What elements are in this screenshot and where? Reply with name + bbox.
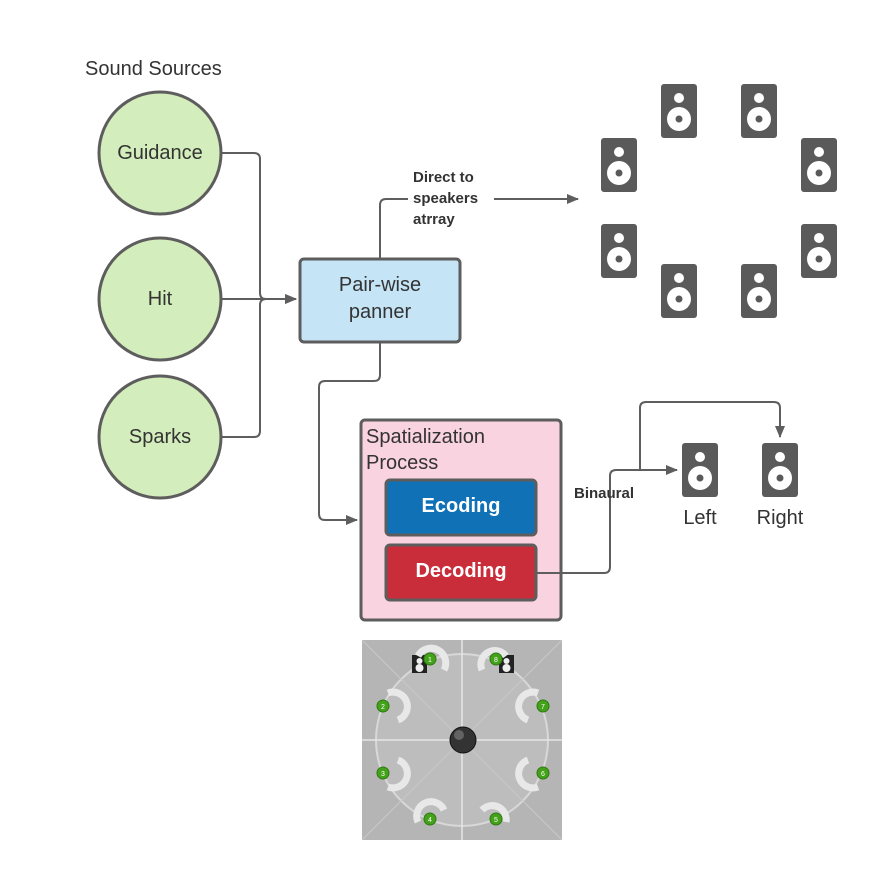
speaker-marker-7: 7 [515, 688, 550, 724]
speaker-icon [661, 84, 697, 138]
decoding-label: Decoding [415, 560, 506, 582]
speaker-marker-4: 4 [413, 798, 448, 826]
sound-sources-title: Sound Sources [85, 58, 222, 80]
svg-text:5: 5 [494, 817, 498, 824]
speaker-marker-2: 2 [376, 688, 411, 724]
source-label: Hit [148, 288, 173, 310]
speaker-icon [801, 138, 837, 192]
speaker-icon [741, 84, 777, 138]
spatial-connector [318, 342, 381, 525]
source-hit: Hit [97, 236, 223, 362]
speaker-icon [601, 224, 637, 278]
speaker-marker-8: 8 [477, 647, 509, 672]
svg-text:4: 4 [428, 817, 432, 824]
direct-label-line1: Direct to [413, 169, 474, 186]
svg-text:8: 8 [494, 657, 498, 664]
headphone-left-icon [412, 655, 427, 673]
speaker-icon [801, 224, 837, 278]
direct-label: Direct to speakers atrray [408, 166, 494, 230]
source-label: Guidance [117, 142, 203, 164]
speaker-icon [661, 264, 697, 318]
binaural-label: Binaural [574, 485, 634, 502]
right-label: Right [757, 507, 804, 529]
source-label: Sparks [129, 426, 191, 448]
source-connectors [221, 152, 297, 438]
speaker-icon [682, 443, 718, 497]
source-guidance: Guidance [97, 90, 223, 216]
svg-text:2: 2 [381, 704, 385, 711]
speaker-icon [601, 138, 637, 192]
pair-wise-panner: Pair-wise panner [298, 257, 462, 344]
speaker-marker-3: 3 [376, 756, 411, 792]
direct-label-line2: speakers [413, 190, 478, 207]
left-label: Left [683, 507, 717, 529]
encoding-label: Ecoding [422, 495, 501, 517]
encoding-block: Ecoding [384, 478, 538, 537]
speaker-icon [762, 443, 798, 497]
decoding-block: Decoding [384, 543, 538, 602]
headphone-right-icon [499, 655, 514, 673]
source-sparks: Sparks [97, 374, 223, 500]
direct-label-line3: atrray [413, 211, 455, 228]
binaural-connectors [536, 401, 785, 574]
output-right: Right [757, 443, 804, 529]
panner-label-line2: panner [349, 301, 412, 323]
svg-text:6: 6 [541, 771, 545, 778]
svg-text:1: 1 [428, 657, 432, 664]
svg-text:7: 7 [541, 704, 545, 711]
svg-text:3: 3 [381, 771, 385, 778]
speaker-marker-1: 1 [414, 644, 450, 672]
panner-label-line1: Pair-wise [339, 274, 421, 296]
speaker-array [601, 84, 837, 318]
direct-connector [379, 194, 579, 259]
panner-view: 1 8 2 7 3 6 4 [361, 639, 563, 841]
listener-icon [449, 726, 477, 754]
spatial-title-line1: Spatialization [366, 426, 485, 448]
speaker-marker-6: 6 [515, 756, 550, 792]
speaker-marker-5: 5 [479, 802, 510, 826]
speaker-icon [741, 264, 777, 318]
spatial-title-line2: Process [366, 452, 438, 474]
spatialization-process: Spatialization Process Ecoding Decoding [359, 418, 563, 622]
output-left: Left [682, 443, 718, 529]
